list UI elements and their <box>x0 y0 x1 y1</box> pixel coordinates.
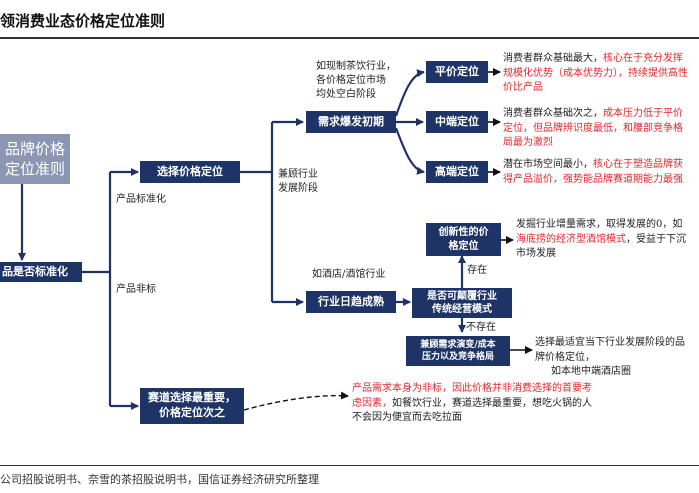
high-end-label: 高端定位 <box>435 164 479 178</box>
compete-label-line2: 压力以及竞争格局 <box>421 352 494 362</box>
compete-box: 兼顾需求演变/成本 压力以及竞争格局 <box>406 336 510 366</box>
industry-stage-line1: 兼顾行业 <box>278 169 318 180</box>
root-label-line1: 品牌价格 <box>4 139 65 158</box>
demand-note-line2: 各价格定位市场 <box>316 75 386 86</box>
innov-desc-red: 海底捞的经济型酒馆模式 <box>516 233 626 245</box>
innov-desc-black-2: ，受益于下沉市场发展 <box>516 233 686 260</box>
label-product-standardized: 产品标准化 <box>116 194 166 205</box>
choose-price-label: 选择价格定位 <box>157 164 223 178</box>
mature-box: 行业日趋成熟 <box>306 291 396 313</box>
innovative-label-line1: 创新性的价 <box>438 227 489 238</box>
demand-note-line3: 均处空白阶段 <box>316 89 376 100</box>
track-label-line2: 价格定位次之 <box>159 406 225 419</box>
flat-desc-black: 消费者群众基础最大， <box>503 53 603 64</box>
innovative-description: 发掘行业增量需求，取得发展的0，如海底捞的经济型酒馆模式，受益于下沉市场发展 <box>516 218 692 262</box>
innov-desc-black-1: 发掘行业增量需求，取得发展的0，如 <box>516 219 683 230</box>
track-description: 产品需求本身为非标，因此价格并非消费选择的首要考虑因素，如餐饮行业，赛道选择最重… <box>352 382 598 426</box>
track-box: 赛道选择最重要， 价格定位次之 <box>140 388 244 424</box>
mid-desc-red: 成本压力低于平价定位，但品牌辨识度最低，和腰部竞争格局最为激烈 <box>503 108 683 148</box>
mid-end-description: 消费者群众基础次之，成本压力低于平价定位，但品牌辨识度最低，和腰部竞争格局最为激… <box>503 107 689 151</box>
mid-desc-black: 消费者群众基础次之， <box>503 108 603 119</box>
label-liquor: 如酒店/酒馆行业 <box>312 269 386 280</box>
flat-price-box: 平价定位 <box>426 61 488 83</box>
compete-description: 选择最适宜当下行业发展阶段的品牌价格定位， 如本地中端酒店圈 <box>535 336 685 380</box>
root-label-line2: 定位准则 <box>4 160 65 178</box>
track-desc-black: 如餐饮行业，赛道选择最重要，想吃火锅的人不会因为便宜而去吃拉面 <box>352 397 592 424</box>
high-end-description: 潜在市场空间最小，核心在于塑造品牌获得产品溢价，强势能品牌赛道期能力最强 <box>503 158 689 187</box>
flat-price-label: 平价定位 <box>435 64 479 78</box>
high-end-box: 高端定位 <box>426 161 488 183</box>
innovative-box: 创新性的价 格定位 <box>426 223 501 256</box>
demand-burst-label: 需求爆发初期 <box>318 114 384 128</box>
mature-label: 行业日趋成熟 <box>318 294 384 308</box>
track-desc-red: 产品需求本身为非标，因此价格并非消费选择的首要考虑因素， <box>352 383 592 409</box>
demand-burst-box: 需求爆发初期 <box>306 111 396 133</box>
standardized-box: 品是否标准化 <box>0 262 82 282</box>
track-label-line1: 赛道选择最重要， <box>148 391 236 405</box>
source-note: 公司招股说明书、奈雪的茶招股说明书，国信证券经济研究所整理 <box>0 473 319 486</box>
flat-price-description: 消费者群众基础最大，核心在于充分发挥规模化优势（成本优势力），持续提供高性价比产… <box>503 52 689 96</box>
bottom-rule <box>0 465 699 466</box>
label-product-nonstandard: 产品非标 <box>116 284 156 295</box>
label-not-exists: 不存在 <box>466 322 496 333</box>
connector-demand-high <box>394 127 425 175</box>
segment-label-line1: 是否可颠覆行业 <box>427 290 497 302</box>
compete-label-line1: 兼顾需求演变/成本 <box>420 339 496 350</box>
root-box: 品牌价格 定位准则 <box>0 134 70 184</box>
title-bar: 领消费业态价格定位准则 <box>0 0 699 40</box>
industry-stage-line2: 发展阶段 <box>278 183 318 194</box>
page-title: 领消费业态价格定位准则 <box>0 12 166 30</box>
high-desc-black: 潜在市场空间最小， <box>503 159 593 170</box>
connector-track-desc <box>243 391 349 411</box>
mid-end-box: 中端定位 <box>426 111 488 133</box>
segment-label-line2: 传统经营模式 <box>432 304 492 315</box>
label-exists: 存在 <box>467 265 487 276</box>
connector-demand-flat <box>394 69 425 117</box>
high-desc-red: 核心在于塑造品牌获得产品溢价，强势能品牌赛道期能力最强 <box>503 159 683 185</box>
standardized-label: 品是否标准化 <box>2 264 68 278</box>
top-rule <box>0 37 699 39</box>
compete-desc-black: 选择最适宜当下行业发展阶段的品牌价格定位， <box>535 337 685 363</box>
choose-price-box: 选择价格定位 <box>140 161 240 183</box>
label-industry-stage: 兼顾行业 发展阶段 <box>278 168 318 196</box>
mid-end-label: 中端定位 <box>435 114 479 128</box>
label-demand-note: 如现制茶饮行业， 各价格定位市场 均处空白阶段 <box>316 60 396 102</box>
segment-box: 是否可颠覆行业 传统经营模式 <box>412 288 512 318</box>
compete-desc-example: 如本地中端酒店圈 <box>551 366 631 377</box>
innovative-label-line2: 格定位 <box>448 240 479 252</box>
demand-note-line1: 如现制茶饮行业， <box>316 61 396 72</box>
flat-desc-red: 核心在于充分发挥规模化优势（成本优势力），持续提供高性价比产品 <box>503 53 688 93</box>
